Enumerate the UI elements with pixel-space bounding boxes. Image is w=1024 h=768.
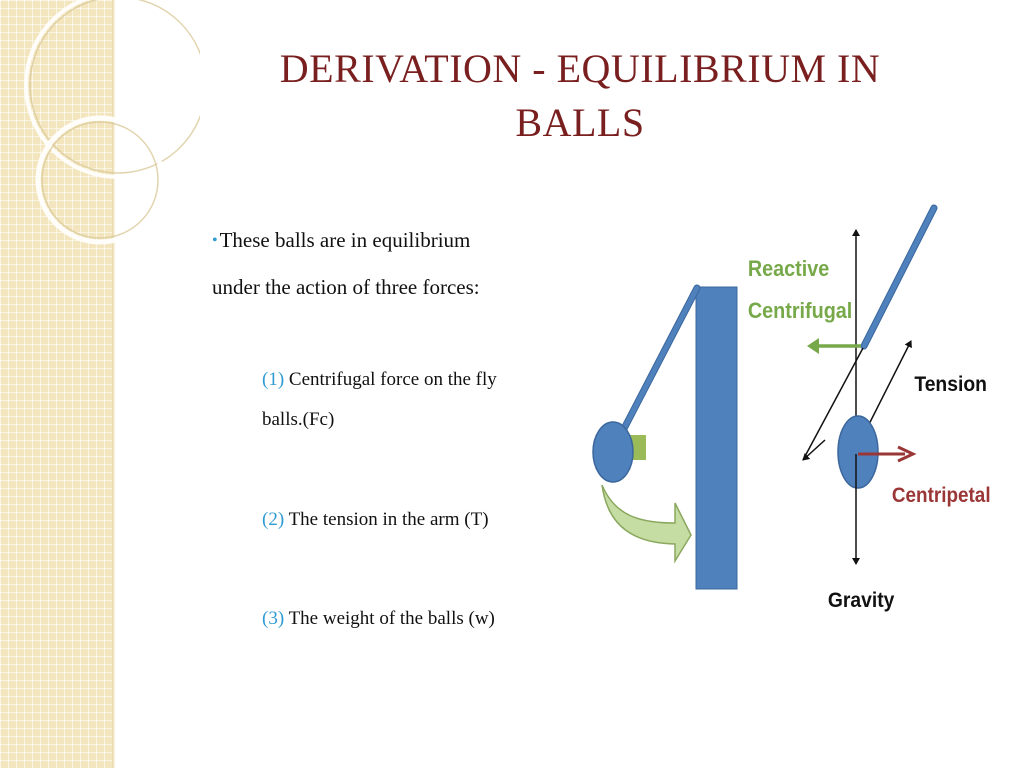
left-ball xyxy=(592,421,634,483)
force-item-text: Centrifugal force on the fly xyxy=(288,369,497,390)
governor-shaft xyxy=(695,286,738,590)
right-ball xyxy=(837,415,879,489)
force-item-text: The weight of the balls (w) xyxy=(288,608,495,629)
force-item-number: (1) xyxy=(262,369,285,390)
force-item-1: (1) Centrifugal force on the fly balls.(… xyxy=(262,360,562,440)
label-tension: Tension xyxy=(914,373,987,396)
side-strip-edge xyxy=(112,0,115,768)
bullet-icon: • xyxy=(212,232,218,249)
force-diagram: Reactive Centrifugal Tension Centripetal… xyxy=(592,204,991,612)
label-centripetal: Centripetal xyxy=(892,484,991,507)
force-item-text: The tension in the arm (T) xyxy=(288,509,489,530)
rotation-arrow xyxy=(601,484,692,564)
bullet-line-2: under the action of three forces: xyxy=(212,275,480,299)
bullet-line-1: These balls are in equilibrium xyxy=(219,228,471,252)
force-item-number: (2) xyxy=(262,509,285,530)
decorative-side-strip xyxy=(0,0,112,768)
title-line-2: BALLS xyxy=(515,100,645,145)
force-item-text-cont: balls.(Fc) xyxy=(262,409,335,430)
main-bullet: •These balls are in equilibrium under th… xyxy=(212,218,572,309)
title-line-1: DERIVATION - EQUILIBRIUM IN xyxy=(279,46,881,91)
force-item-number: (3) xyxy=(262,608,285,629)
force-item-2: (2) The tension in the arm (T) xyxy=(262,500,562,540)
label-reactive: Reactive xyxy=(748,257,829,281)
slide-title: DERIVATION - EQUILIBRIUM IN BALLS xyxy=(180,42,980,150)
tension-line xyxy=(802,439,826,461)
force-item-3: (3) The weight of the balls (w) xyxy=(262,599,562,639)
label-centrifugal: Centrifugal xyxy=(748,299,852,323)
label-gravity: Gravity xyxy=(828,589,895,612)
decorative-circles xyxy=(24,0,200,245)
